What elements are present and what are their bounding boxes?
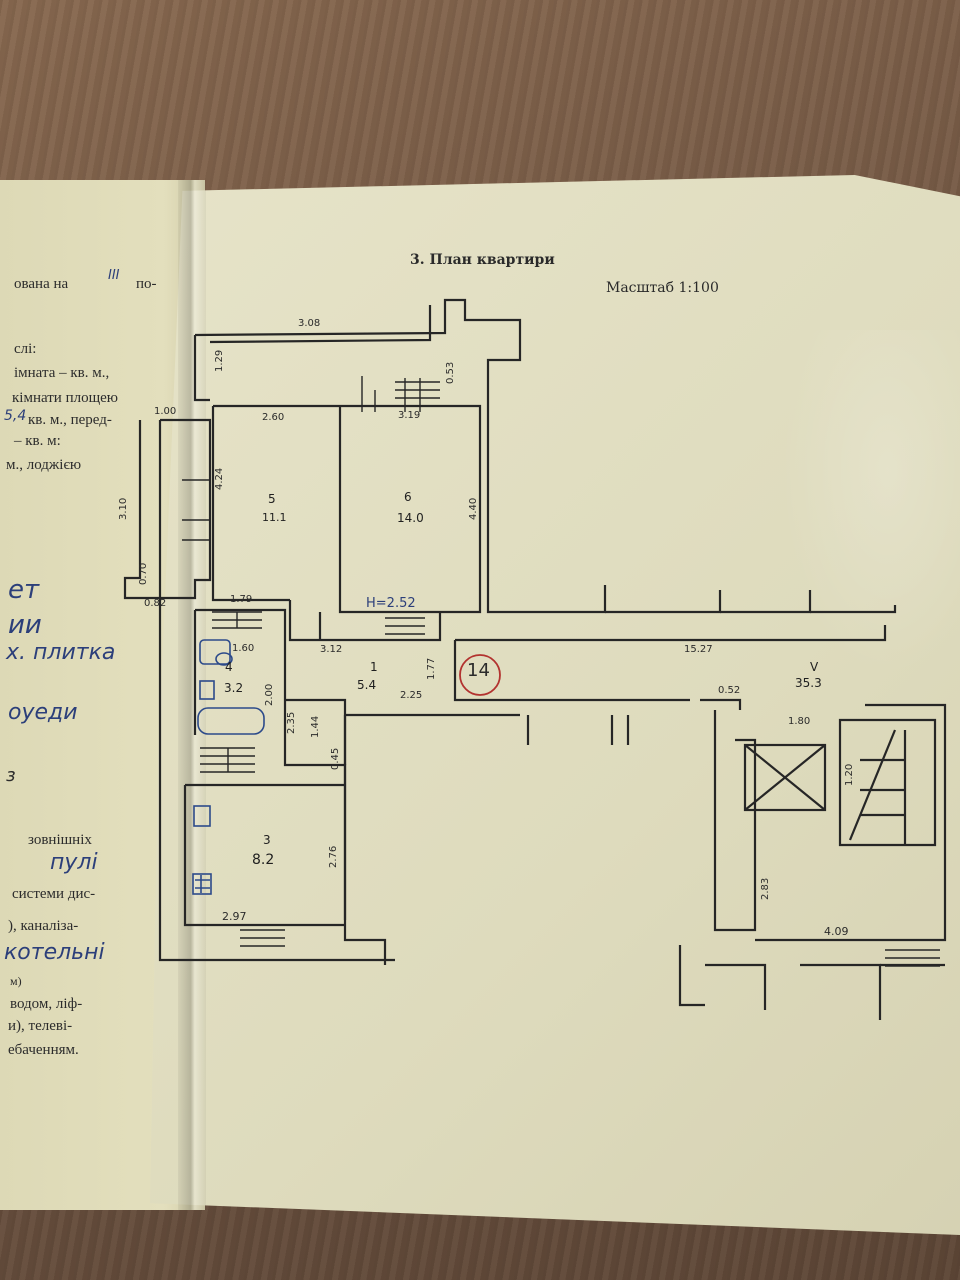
dimension-label: 0.52	[718, 685, 741, 696]
handwritten-note: 5,4	[4, 408, 27, 424]
handwritten-note: котельні	[4, 940, 105, 965]
sink-icon	[193, 805, 211, 827]
left-text-line: ), каналіза-	[8, 918, 79, 934]
room-5-number: 5	[268, 492, 276, 506]
stair-wall	[713, 710, 757, 932]
dimension-label: 3.12	[320, 644, 343, 655]
dimension-label: 4.24	[214, 467, 225, 490]
stairs	[838, 718, 937, 847]
dimension-label: 2.83	[760, 877, 771, 900]
left-text-line: ебаченням.	[8, 1042, 79, 1058]
room-v-number: V	[810, 660, 819, 674]
dimension-label: 3.08	[298, 318, 321, 329]
left-text-line: – кв. м:	[14, 433, 61, 449]
room-5-area: 11.1	[262, 511, 287, 524]
dimension-label: 2.35	[286, 711, 297, 734]
room-6-outline	[213, 404, 482, 614]
dimension-label: 2.60	[262, 412, 285, 423]
outer-wall	[194, 298, 607, 614]
left-column-wall	[123, 418, 212, 600]
elevator-shaft	[743, 743, 827, 812]
handwritten-note: ии	[8, 610, 42, 640]
room-6-number: 6	[404, 490, 412, 504]
dimension-label: 2.25	[400, 690, 423, 701]
toilet-icon	[215, 652, 233, 666]
handwritten-note: оуеди	[8, 700, 78, 725]
apartment-number: 14	[467, 660, 490, 681]
room-6-area: 14.0	[397, 511, 424, 525]
room-3-number: 3	[263, 833, 271, 847]
dimension-label: 2.00	[264, 683, 275, 706]
dimension-label: 0.70	[138, 562, 149, 585]
dimension-label: 3.19	[398, 410, 421, 421]
bathtub-icon	[197, 707, 265, 735]
left-text-line: кімнати площею	[12, 390, 119, 406]
room-3-area: 8.2	[252, 852, 275, 868]
room-1-number: 1	[370, 660, 378, 674]
corridor-wall-top	[455, 625, 887, 642]
heater-icon	[199, 680, 215, 700]
handwritten-note: х. плитка	[6, 640, 116, 665]
dimension-label: 1.77	[426, 657, 437, 680]
dimension-label: 1.44	[310, 715, 321, 738]
dimension-label: 0.53	[445, 361, 456, 384]
washbasin-icon	[199, 639, 231, 665]
ceiling-height-label: H=2.52	[366, 596, 416, 611]
page-fold	[178, 180, 206, 1210]
dimension-label: 2.76	[328, 845, 339, 868]
left-text-line: ована на	[14, 276, 69, 292]
handwritten-note: пулі	[50, 850, 98, 875]
dimension-label: 1.20	[844, 763, 855, 786]
room-4-number: 4	[225, 660, 233, 674]
dimension-label: 1.00	[154, 406, 177, 417]
dimension-label: 3.10	[118, 497, 129, 520]
scale-label: Масштаб 1:100	[606, 280, 719, 296]
left-text-line: зовнішніх	[28, 832, 92, 848]
left-text-line: кв. м., перед-	[28, 412, 112, 428]
dimension-label: 4.40	[468, 497, 479, 520]
room-5-outline	[211, 406, 290, 602]
left-text-line: системи дис-	[12, 886, 96, 902]
light-glare	[780, 330, 960, 680]
room-1-area: 5.4	[357, 678, 377, 692]
dimension-label: 1.80	[788, 716, 811, 727]
kitchen-outline	[183, 785, 345, 927]
left-text-line: слі:	[14, 341, 37, 357]
dimension-label: 0.45	[330, 747, 341, 770]
left-text-line: водом, ліф-	[10, 996, 83, 1012]
stove-icon	[192, 873, 212, 895]
window-top	[395, 381, 440, 399]
dimension-label: 1.79	[230, 594, 253, 605]
left-text-line: м)	[10, 974, 22, 988]
apartment-number-stamp	[459, 654, 501, 696]
dimension-label: 15.27	[684, 644, 713, 655]
room-4-area: 3.2	[224, 681, 244, 695]
left-text-line: по-	[136, 276, 157, 292]
dimension-label: 1.60	[232, 643, 255, 654]
handwritten-note: ет	[8, 575, 40, 605]
room-v-area: 35.3	[795, 676, 822, 690]
dimension-label: 4.09	[824, 925, 849, 938]
dimension-label: 0.82	[144, 598, 167, 609]
left-text-line: імната – кв. м.,	[14, 365, 110, 381]
dimension-label: 1.29	[214, 349, 225, 372]
dimension-label: 2.97	[222, 910, 247, 923]
section-title: 3. План квартири	[410, 252, 555, 268]
left-text-line: м., лоджією	[6, 457, 82, 473]
window-bath	[212, 611, 262, 629]
left-text-line: и), телеві-	[8, 1018, 73, 1034]
handwritten-note: III	[108, 268, 120, 283]
handwritten-note: з	[6, 765, 16, 786]
